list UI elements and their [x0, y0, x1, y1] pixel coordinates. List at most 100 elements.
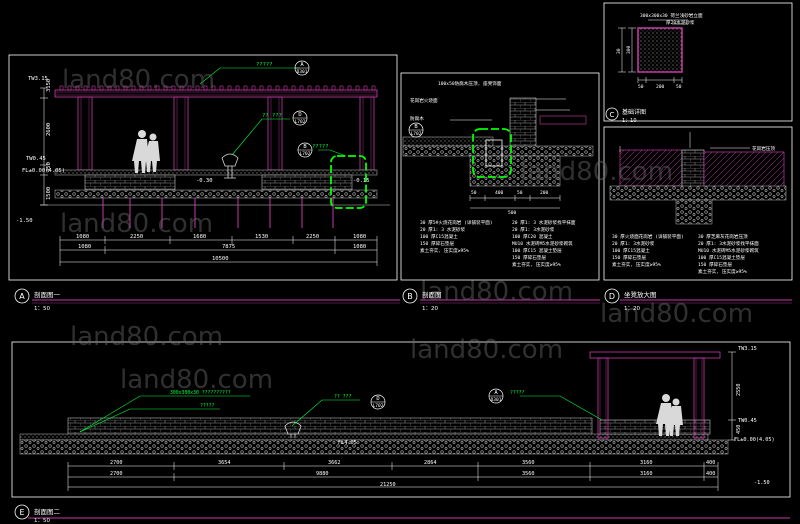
b-dim: 200 — [540, 190, 549, 196]
b-note: 100x50防腐木压顶, 座凳饰面 — [438, 80, 502, 87]
pergola-rafter — [83, 85, 88, 91]
dim-a-row2: 1080 — [353, 244, 366, 250]
e-dim-total: 21250 — [380, 482, 396, 488]
e-vdim: 2550 — [736, 384, 742, 397]
b-dim-total: 500 — [508, 210, 517, 216]
d-legend-right: 20 厚1: 3水泥砂浆找平抹面 — [698, 240, 759, 247]
e-dim-row2: 2700 — [110, 471, 123, 477]
title-e: E 剖面图二 1：50 — [14, 504, 61, 524]
v-dim: 2600 — [46, 123, 52, 136]
d-legend-left: 20 厚1: 3水泥砂浆 — [612, 240, 655, 247]
e-dim-row1: 400 — [706, 460, 715, 466]
d-legend-left: 100 厚C15混凝土 — [612, 247, 650, 254]
pergola-rafter — [123, 85, 128, 91]
title-b: B 剖面图 1：20 — [402, 288, 442, 312]
elev-top: TW3.15 — [28, 76, 48, 82]
svg-text:L702: L702 — [300, 151, 311, 157]
e-leader-a: ????? — [510, 390, 525, 396]
svg-text:A: A — [300, 62, 304, 68]
panel-c-detail — [618, 19, 688, 83]
d-legend-left: 30 厚火烧面花岗岩 (详铺装平面) — [612, 233, 684, 240]
pergola-rafter — [299, 85, 304, 91]
b-legend-left: 100 厚C15混凝土 — [420, 233, 458, 240]
callout-b-panel: B L702 — [408, 122, 424, 138]
b-dim: 50 — [517, 190, 523, 196]
c-vdim: 300 — [626, 45, 632, 54]
e-dim-row1: 3160 — [640, 460, 653, 466]
callout-a: A D301 — [294, 60, 310, 76]
tag-right: -0.15 — [353, 178, 370, 184]
pergola-rafter — [59, 85, 64, 91]
svg-text:L702: L702 — [411, 131, 422, 137]
svg-text:剖面图一: 剖面图一 — [34, 290, 61, 299]
e-dim-row1: 3560 — [522, 460, 535, 466]
d-note: 花岗岩压顶 — [752, 145, 775, 152]
svg-text:1：10: 1：10 — [622, 118, 637, 124]
d-legend-right: 素土夯实, 压实度≥95% — [698, 268, 747, 275]
b-legend-left: 素土夯实, 压实度≥95% — [420, 247, 469, 254]
b-legend-left: 150 厚碎石垫层 — [420, 240, 454, 247]
b-legend-right: 20 厚1: 3水泥砂浆 — [512, 226, 555, 233]
e-dim-row1: 2864 — [424, 460, 437, 466]
svg-text:剖面图二: 剖面图二 — [34, 507, 61, 516]
watermark: land80.com — [60, 209, 213, 239]
e-dim-row1: 3662 — [328, 460, 341, 466]
watermark: land80.com — [62, 65, 215, 95]
svg-text:B: B — [407, 292, 413, 301]
svg-text:剖面图: 剖面图 — [422, 290, 442, 299]
dim-a-row2: 1080 — [78, 244, 91, 250]
pergola-rafter — [283, 85, 288, 91]
panel-b-frame — [400, 72, 600, 281]
panel-c-frame — [603, 2, 793, 122]
b-note: 防腐木 — [410, 115, 424, 122]
pergola-rafter — [259, 85, 264, 91]
pergola-rafter — [227, 85, 232, 91]
panel-e-frame — [11, 341, 791, 498]
pergola-rafter — [267, 85, 272, 91]
d-legend-left: 150 厚碎石垫层 — [612, 254, 646, 261]
pergola-rafter — [307, 85, 312, 91]
b-legend-right: 150 厚碎石垫层 — [512, 254, 546, 261]
people-silhouette-e — [656, 394, 683, 436]
pergola-rafter — [195, 85, 200, 91]
e-dim-row2: 9880 — [316, 471, 329, 477]
svg-text:1：50: 1：50 — [34, 306, 50, 312]
b-legend-right: 素土夯实, 压实度≥95% — [512, 261, 561, 268]
dim-a-row1: 2250 — [130, 234, 143, 240]
panel-b-section — [402, 97, 594, 209]
e-elev-mid: TW0.45 — [738, 418, 757, 424]
pergola-rafter — [211, 85, 216, 91]
pergola-rafter — [347, 85, 352, 91]
c-vdim: 30 — [616, 48, 622, 54]
b-legend-right: MU10 水泥砖M5水泥砂浆砌筑 — [512, 240, 573, 247]
pergola-rafter — [235, 85, 240, 91]
e-elev-base: -1.50 — [754, 480, 770, 486]
svg-text:1：20: 1：20 — [624, 306, 640, 312]
e-elev-top: TW3.15 — [738, 346, 757, 352]
title-c: C 基础详图 1：10 — [605, 107, 646, 124]
callout-e-a: A D301 — [488, 388, 504, 404]
leader-a-text: ????? — [256, 62, 273, 68]
dim-a-row1: 1080 — [353, 234, 366, 240]
b-legend-right: 100 厚C20 混凝土 — [512, 233, 553, 240]
leader-b-text: ????? — [312, 144, 329, 150]
e-dim-row2: 400 — [706, 471, 715, 477]
e-vdim: 450 — [736, 425, 742, 434]
callout-e-d: D L702 — [370, 394, 386, 410]
svg-text:L702: L702 — [295, 119, 306, 125]
title-a: A 剖面图一 1：50 — [14, 288, 61, 312]
pergola-rafter — [67, 85, 72, 91]
pergola-rafter — [331, 85, 336, 91]
tag-mid: -0.30 — [196, 178, 213, 184]
elev-floor: FL±0.00(4.05) — [22, 168, 65, 174]
svg-text:D: D — [609, 292, 615, 301]
v-dim: 450 — [46, 162, 52, 172]
elev-mid: TW0.45 — [26, 156, 46, 162]
e-dim-row2: 3560 — [522, 471, 535, 477]
dim-a-row1: 1530 — [255, 234, 268, 240]
svg-text:L702: L702 — [373, 403, 384, 409]
panel-d-detail — [609, 132, 787, 225]
title-d: D 坐凳放大图 1：20 — [604, 288, 657, 312]
dim-a-row1: 1680 — [193, 234, 206, 240]
